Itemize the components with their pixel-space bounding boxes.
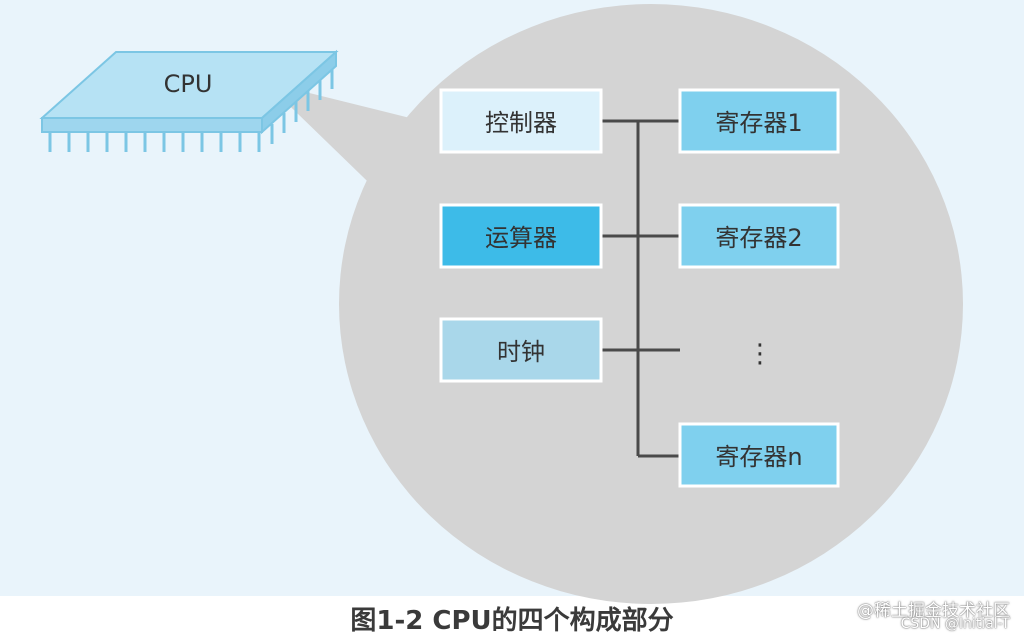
speech-bubble: [339, 4, 963, 604]
component-alu: 运算器: [439, 203, 603, 269]
register-label: 寄存器2: [715, 224, 802, 252]
register-ellipsis: ⋮: [747, 339, 773, 369]
cpu-chip-icon: CPU: [39, 49, 339, 152]
cpu-label: CPU: [164, 70, 213, 98]
register-label: 寄存器1: [715, 109, 802, 137]
component-label: 时钟: [497, 338, 545, 366]
component-label: 运算器: [485, 224, 557, 252]
component-controller: 控制器: [439, 88, 603, 154]
figure-caption: 图1-2 CPU的四个构成部分: [350, 606, 674, 636]
register-1: 寄存器1: [678, 88, 840, 154]
component-clock: 时钟: [439, 317, 603, 383]
watermark-csdn: CSDN @Initial-T: [900, 616, 1010, 632]
watermark-juejin: @稀土掘金技术社区: [857, 601, 1010, 621]
bus-lines: [601, 119, 680, 458]
component-label: 控制器: [485, 109, 557, 137]
register-n: 寄存器n: [678, 422, 840, 488]
register-2: 寄存器2: [678, 203, 840, 269]
register-label: 寄存器n: [715, 443, 802, 471]
